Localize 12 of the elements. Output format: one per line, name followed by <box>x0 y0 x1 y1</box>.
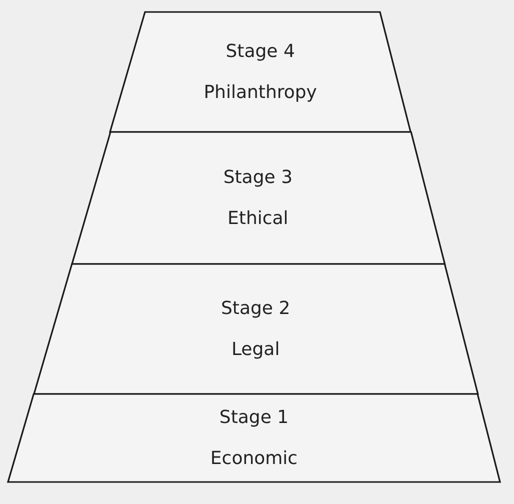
pyramid-tier <box>34 264 478 394</box>
stage-label: Stage 3 <box>223 167 293 188</box>
stage-label: Stage 2 <box>220 298 290 319</box>
stage-name: Economic <box>210 448 298 469</box>
stage-name: Ethical <box>228 208 288 229</box>
pyramid-tier <box>110 12 411 132</box>
pyramid-tier <box>72 132 444 264</box>
stage-name: Legal <box>231 339 280 360</box>
stage-label: Stage 4 <box>226 41 295 62</box>
pyramid-tier <box>8 394 500 482</box>
stage-label: Stage 1 <box>219 407 289 428</box>
stage-name: Philanthropy <box>204 82 317 103</box>
